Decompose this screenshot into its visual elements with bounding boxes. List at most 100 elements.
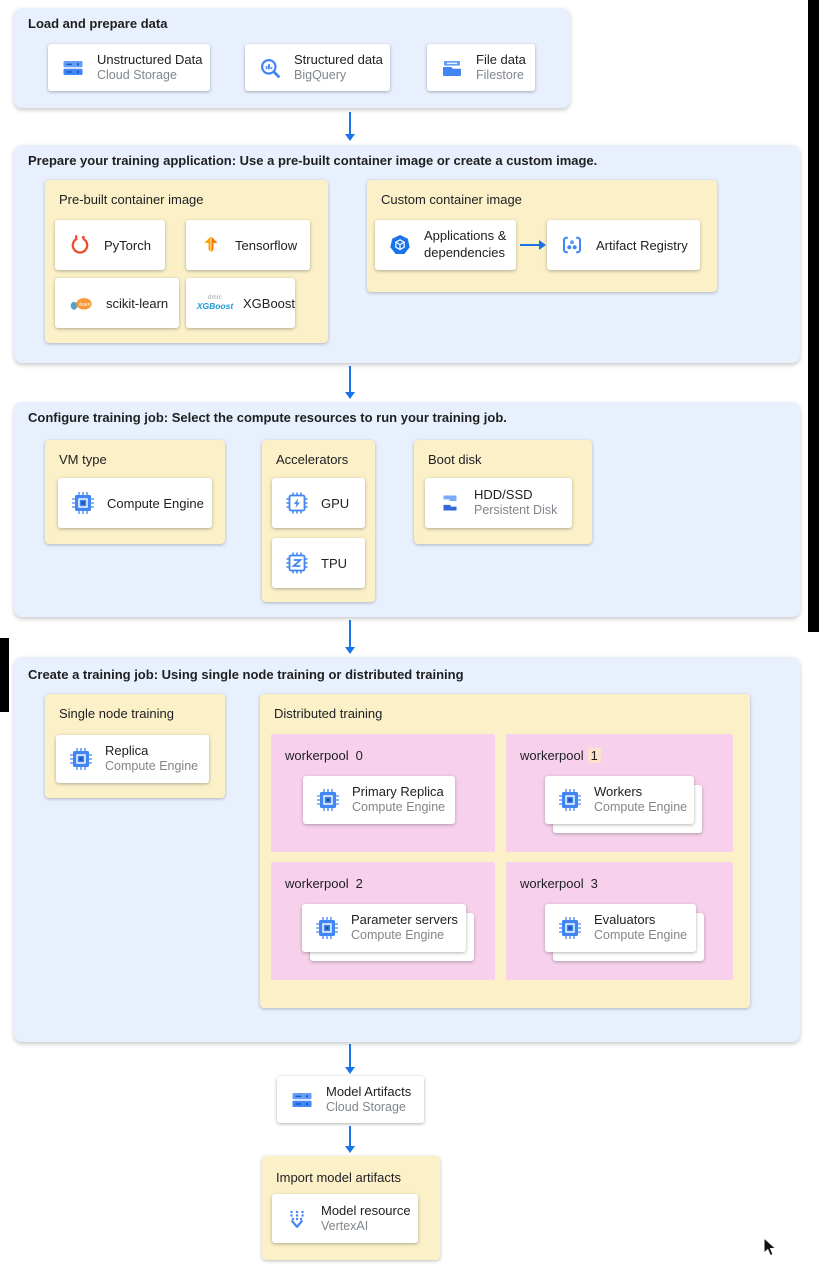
card-primary-replica: Primary Replica Compute Engine [303, 776, 455, 824]
card-model-artifacts: Model Artifacts Cloud Storage [277, 1076, 424, 1123]
workerpool-3: workerpool 3 Evaluators Compute Engine [506, 862, 733, 980]
group-distributed: Distributed training workerpool 0 Primary… [260, 694, 750, 1008]
bigquery-icon [258, 56, 282, 80]
filestore-icon [440, 56, 464, 80]
compute-engine-icon [315, 916, 339, 940]
group-custom-container: Custom container image Applications & de… [367, 180, 717, 292]
section-create-title: Create a training job: Using single node… [28, 667, 464, 682]
card-label: Compute Engine [107, 495, 204, 511]
group-title: Accelerators [276, 452, 349, 467]
compute-engine-icon [316, 788, 340, 812]
card-parameter-servers: Parameter servers Compute Engine [302, 904, 466, 952]
screen-edge-artifact-right [808, 0, 819, 632]
workerpool-name: workerpool [520, 876, 584, 891]
flow-arrow-down-5 [349, 1126, 351, 1146]
card-label: PyTorch [104, 237, 151, 253]
section-prepare-application: Prepare your training application: Use a… [14, 145, 800, 363]
tpu-icon [285, 551, 309, 575]
card-gpu: GPU [272, 478, 365, 528]
group-title: Custom container image [381, 192, 522, 207]
workerpool-name: workerpool [285, 876, 349, 891]
card-title: Model Artifacts [326, 1083, 412, 1099]
applications-dependencies-icon [388, 233, 412, 257]
workerpool-number: 2 [355, 876, 363, 891]
cloud-storage-icon [290, 1088, 314, 1112]
group-title: Boot disk [428, 452, 482, 467]
card-applications-dependencies: Applications & dependencies [375, 220, 516, 270]
card-subtitle: Compute Engine [594, 928, 688, 943]
svg-text:learn: learn [79, 302, 90, 308]
card-subtitle: BigQuery [294, 67, 347, 82]
section-create-job: Create a training job: Using single node… [14, 657, 800, 1042]
card-evaluators: Evaluators Compute Engine [545, 904, 696, 952]
card-subtitle: Cloud Storage [326, 1099, 406, 1114]
compute-engine-icon [69, 747, 93, 771]
group-prebuilt-container: Pre-built container image PyTorch Tensor… [45, 180, 328, 343]
card-title: Replica [105, 743, 149, 759]
card-label: scikit-learn [106, 295, 169, 311]
group-single-node: Single node training Replica Compute Eng… [45, 694, 225, 798]
compute-engine-icon [558, 788, 582, 812]
workerpool-number-highlighted: 1 [587, 748, 601, 763]
flow-arrow-down-4 [349, 1044, 351, 1067]
card-compute-engine: Compute Engine [58, 478, 212, 528]
workerpool-number: 0 [355, 748, 363, 763]
workerpool-name: workerpool [520, 748, 584, 763]
scikit-learn-icon: learn [68, 291, 94, 315]
tensorflow-icon [199, 233, 223, 257]
card-structured-data: Structured data BigQuery [245, 44, 390, 91]
card-file-data: File data Filestore [427, 44, 535, 91]
card-workers: Workers Compute Engine [545, 776, 694, 824]
card-pytorch: PyTorch [55, 220, 165, 270]
card-label: Artifact Registry [596, 237, 688, 253]
card-label: TPU [321, 555, 347, 571]
group-title: Import model artifacts [276, 1170, 401, 1185]
card-model-resource: Model resource VertexAI [272, 1194, 418, 1243]
card-subtitle: Compute Engine [105, 759, 199, 774]
card-title: Parameter servers [351, 912, 458, 928]
mouse-cursor [763, 1236, 779, 1264]
screen-edge-artifact-left [0, 638, 9, 712]
card-title: Evaluators [594, 912, 656, 928]
compute-engine-icon [558, 916, 582, 940]
card-label: GPU [321, 495, 350, 511]
card-replica: Replica Compute Engine [56, 735, 209, 783]
group-vm-type: VM type Compute Engine [45, 440, 225, 544]
card-subtitle: Filestore [476, 67, 524, 82]
group-accelerators: Accelerators GPU TPU [262, 440, 375, 602]
section-prepare-title: Prepare your training application: Use a… [28, 153, 598, 168]
card-tensorflow: Tensorflow [186, 220, 310, 270]
workerpool-number: 3 [590, 876, 598, 891]
card-title: Structured data [294, 51, 383, 67]
card-subtitle: Compute Engine [594, 800, 688, 815]
section-load-data: Load and prepare data Unstructured Data … [14, 8, 570, 108]
card-label: Applications & dependencies [424, 228, 507, 260]
card-subtitle: Cloud Storage [97, 67, 177, 82]
workerpool-name: workerpool [285, 748, 349, 763]
card-subtitle: Compute Engine [352, 800, 446, 815]
card-title: Primary Replica [352, 784, 444, 800]
card-unstructured-data: Unstructured Data Cloud Storage [48, 44, 210, 91]
section-configure-title: Configure training job: Select the compu… [28, 410, 507, 425]
card-title: File data [476, 51, 526, 67]
group-title: Distributed training [274, 706, 383, 721]
compute-engine-icon [71, 491, 95, 515]
card-label: Tensorflow [235, 237, 298, 253]
cloud-storage-icon [61, 56, 85, 80]
workerpool-2: workerpool 2 Parameter servers Compute En… [271, 862, 495, 980]
gpu-icon [285, 491, 309, 515]
workerpool-0: workerpool 0 Primary Replica Compute Engi… [271, 734, 495, 852]
flow-arrow-down-1 [349, 112, 351, 134]
section-load-title: Load and prepare data [28, 16, 168, 31]
card-subtitle: Compute Engine [351, 928, 445, 943]
card-title: HDD/SSD [474, 487, 533, 503]
vertex-ai-model-icon [285, 1207, 309, 1231]
flow-arrow-right [520, 244, 539, 246]
group-title: VM type [59, 452, 107, 467]
card-persistent-disk: HDD/SSD Persistent Disk [425, 478, 572, 528]
card-title: Workers [594, 784, 643, 800]
group-import-model-artifacts: Import model artifacts Model resource Ve… [262, 1156, 440, 1260]
